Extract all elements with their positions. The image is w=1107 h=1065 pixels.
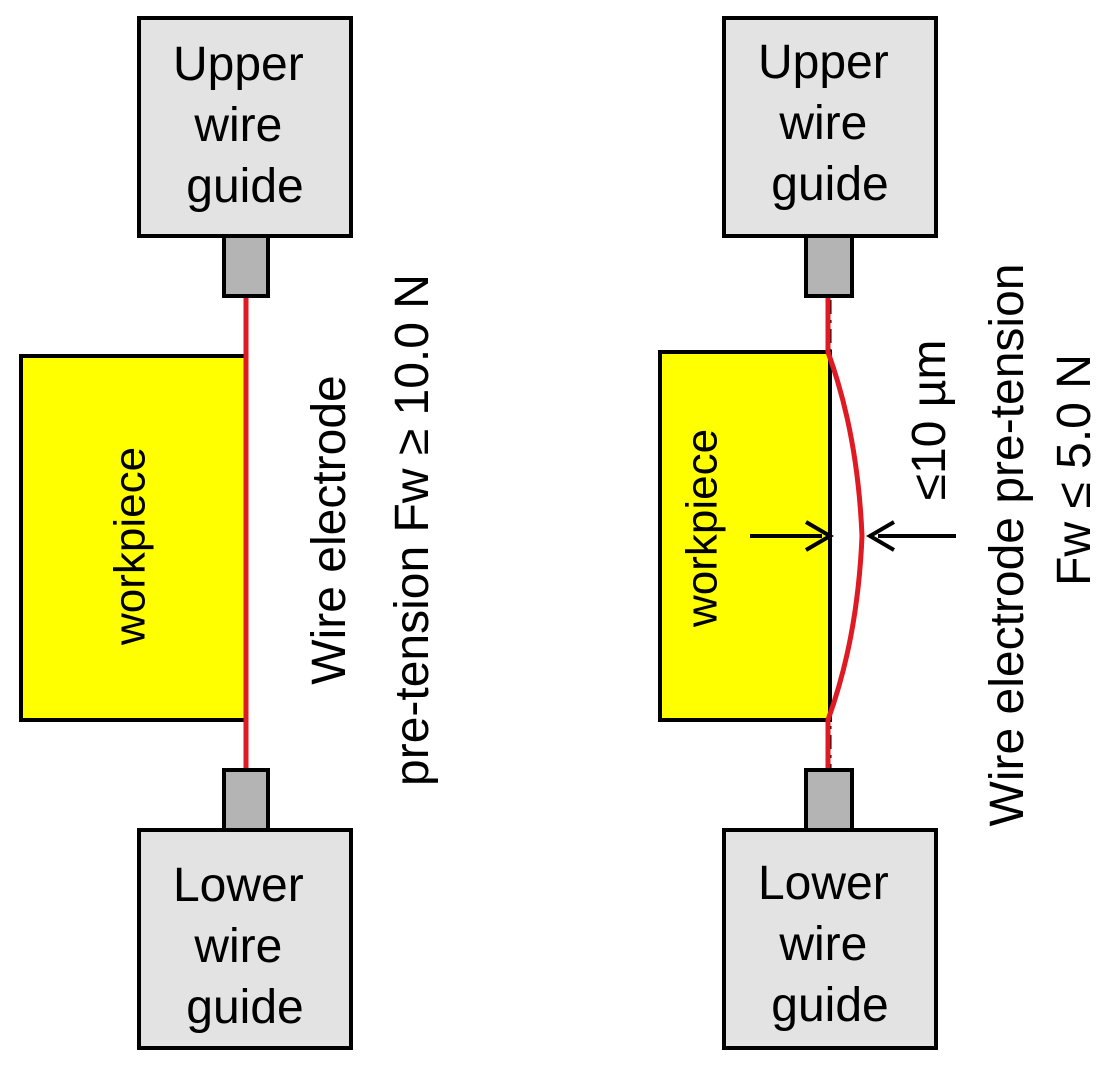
- left-panel: workpiece Upper wire guide Lower wire gu…: [19, 16, 439, 1050]
- right-tension-line2: Fw ≤ 5.0 N: [1048, 354, 1101, 586]
- left-workpiece: [19, 354, 248, 722]
- left-upper-guide-label: Upper wire guide: [173, 38, 317, 213]
- left-lower-guide-label: Lower wire guide: [173, 859, 317, 1034]
- left-lower-nozzle: [222, 768, 270, 832]
- right-panel: workpiece ≤10 µm Upper wire guide Lower …: [658, 16, 1101, 1050]
- right-arrow-left-head: [804, 520, 834, 552]
- right-deflected-wire: [825, 296, 865, 770]
- left-upper-nozzle: [222, 234, 270, 298]
- right-lower-guide-label: Lower wire guide: [758, 857, 902, 1032]
- right-lower-nozzle: [804, 768, 854, 832]
- right-deflection-label: ≤10 µm: [903, 340, 956, 501]
- right-upper-nozzle: [804, 234, 854, 298]
- left-tension-line2: pre-tension Fw ≥ 10.0 N: [386, 274, 439, 786]
- left-tension-line1: Wire electrode: [303, 375, 356, 684]
- right-arrow-right-head: [866, 520, 896, 552]
- left-workpiece-label: workpiece: [106, 447, 155, 646]
- right-upper-guide: [722, 16, 938, 238]
- left-upper-guide: [137, 16, 353, 238]
- right-upper-guide-label: Upper wire guide: [758, 36, 902, 211]
- right-lower-guide: [722, 828, 938, 1050]
- left-lower-guide: [137, 828, 353, 1050]
- right-tension-line1: Wire electrode pre-tension: [981, 264, 1034, 827]
- right-workpiece-label: workpiece: [678, 429, 727, 628]
